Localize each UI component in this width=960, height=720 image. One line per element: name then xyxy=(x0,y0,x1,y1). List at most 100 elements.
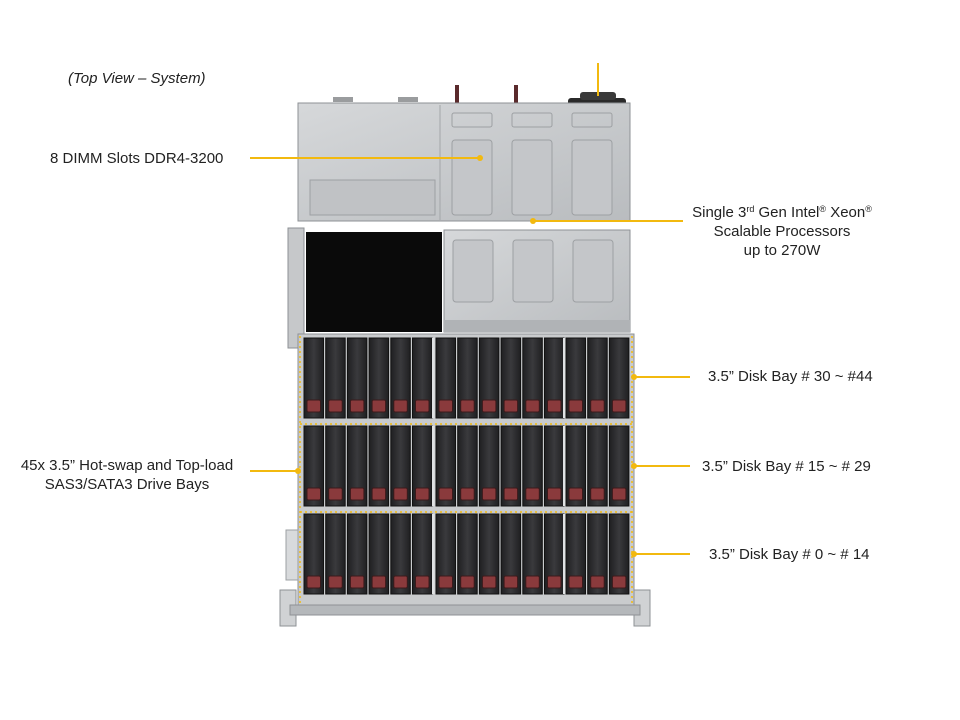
drive-latch xyxy=(306,487,321,501)
drive-tray[interactable] xyxy=(325,425,346,507)
drive-body xyxy=(608,425,630,507)
drive-latch xyxy=(503,399,519,413)
drive-latch xyxy=(611,487,627,501)
drive-tray[interactable] xyxy=(325,513,346,595)
drive-tray[interactable] xyxy=(457,337,478,419)
drive-tray[interactable] xyxy=(522,425,543,507)
drive-body xyxy=(303,425,324,507)
disk-bay-middle-label: 3.5” Disk Bay # 15 ~ # 29 xyxy=(702,458,871,475)
drive-tray[interactable] xyxy=(544,337,565,419)
drive-latch xyxy=(590,399,605,413)
drive-tray[interactable] xyxy=(565,513,586,595)
drive-latch xyxy=(371,575,387,589)
drive-latch xyxy=(503,575,519,589)
drive-tray[interactable] xyxy=(587,425,608,507)
drive-tray[interactable] xyxy=(368,513,390,595)
drive-tray[interactable] xyxy=(522,513,543,595)
drive-tray[interactable] xyxy=(457,513,478,595)
drive-tray[interactable] xyxy=(478,425,500,507)
drive-tray[interactable] xyxy=(544,425,565,507)
drive-tray[interactable] xyxy=(500,425,522,507)
drive-tray[interactable] xyxy=(500,513,522,595)
drive-tray[interactable] xyxy=(435,513,456,595)
drive-body xyxy=(500,425,522,507)
drive-latch xyxy=(415,399,430,413)
dimm-slots-label: 8 DIMM Slots DDR4-3200 xyxy=(50,150,224,167)
drive-tray[interactable] xyxy=(608,337,630,419)
drive-body xyxy=(390,337,411,419)
drive-latch xyxy=(349,575,365,589)
drive-tray[interactable] xyxy=(500,337,522,419)
drive-tray[interactable] xyxy=(478,337,500,419)
callout-dot-dimm xyxy=(477,155,483,161)
drive-latch xyxy=(393,487,408,501)
drive-latch xyxy=(349,399,365,413)
drive-latch xyxy=(503,487,519,501)
drive-latch xyxy=(568,399,583,413)
drive-bays-label-line1: 45x 3.5” Hot-swap and Top-load xyxy=(20,457,234,474)
drive-latch xyxy=(547,487,562,501)
drive-tray[interactable] xyxy=(390,337,411,419)
drive-tray[interactable] xyxy=(303,513,324,595)
drive-tray[interactable] xyxy=(390,513,411,595)
bay-divider xyxy=(432,338,435,418)
drive-tray[interactable] xyxy=(608,513,630,595)
drive-body xyxy=(478,425,500,507)
drive-body xyxy=(565,337,586,419)
drive-latch xyxy=(328,487,343,501)
drive-tray[interactable] xyxy=(457,425,478,507)
drive-latch xyxy=(438,487,453,501)
drive-latch xyxy=(481,575,497,589)
drive-tray[interactable] xyxy=(303,337,324,419)
drive-tray[interactable] xyxy=(346,337,368,419)
drive-latch xyxy=(611,575,627,589)
drive-body xyxy=(522,337,543,419)
drive-body xyxy=(478,513,500,595)
drive-latch xyxy=(328,399,343,413)
drive-latch xyxy=(611,399,627,413)
drive-body xyxy=(608,513,630,595)
drive-array xyxy=(303,337,630,595)
drive-body xyxy=(522,425,543,507)
drive-tray[interactable] xyxy=(368,337,390,419)
drive-tray[interactable] xyxy=(325,337,346,419)
drive-body xyxy=(368,513,390,595)
drive-body xyxy=(303,513,324,595)
drive-tray[interactable] xyxy=(368,425,390,507)
drive-body xyxy=(368,337,390,419)
drive-latch xyxy=(481,487,497,501)
drive-latch xyxy=(393,575,408,589)
bay-divider xyxy=(432,426,435,506)
drive-tray[interactable] xyxy=(544,513,565,595)
drive-latch xyxy=(460,487,475,501)
drive-tray[interactable] xyxy=(390,425,411,507)
processor-label: Single 3rd Gen Intel® Xeon® Scalable Pro… xyxy=(652,203,912,260)
drive-tray[interactable] xyxy=(412,513,433,595)
drive-body xyxy=(325,425,346,507)
drive-tray[interactable] xyxy=(608,425,630,507)
drive-tray[interactable] xyxy=(346,513,368,595)
drive-tray[interactable] xyxy=(412,337,433,419)
disk-bay-bottom-label: 3.5” Disk Bay # 0 ~ # 14 xyxy=(709,546,870,563)
drive-tray[interactable] xyxy=(435,337,456,419)
drive-tray[interactable] xyxy=(412,425,433,507)
drive-tray[interactable] xyxy=(435,425,456,507)
drive-tray[interactable] xyxy=(587,337,608,419)
drive-tray[interactable] xyxy=(346,425,368,507)
drive-latch xyxy=(438,399,453,413)
drive-tray[interactable] xyxy=(522,337,543,419)
drive-latch xyxy=(547,399,562,413)
drive-tray[interactable] xyxy=(587,513,608,595)
callout-dot-cpu xyxy=(530,218,536,224)
disk-bay-top-label: 3.5” Disk Bay # 30 ~ #44 xyxy=(708,368,873,385)
drive-tray[interactable] xyxy=(565,337,586,419)
drive-body xyxy=(325,337,346,419)
drive-body xyxy=(390,425,411,507)
drive-body xyxy=(565,513,586,595)
view-title: (Top View – System) xyxy=(68,70,206,87)
drive-tray[interactable] xyxy=(303,425,324,507)
drive-tray[interactable] xyxy=(565,425,586,507)
drive-tray[interactable] xyxy=(478,513,500,595)
drive-body xyxy=(390,513,411,595)
motherboard-cover xyxy=(297,102,631,222)
